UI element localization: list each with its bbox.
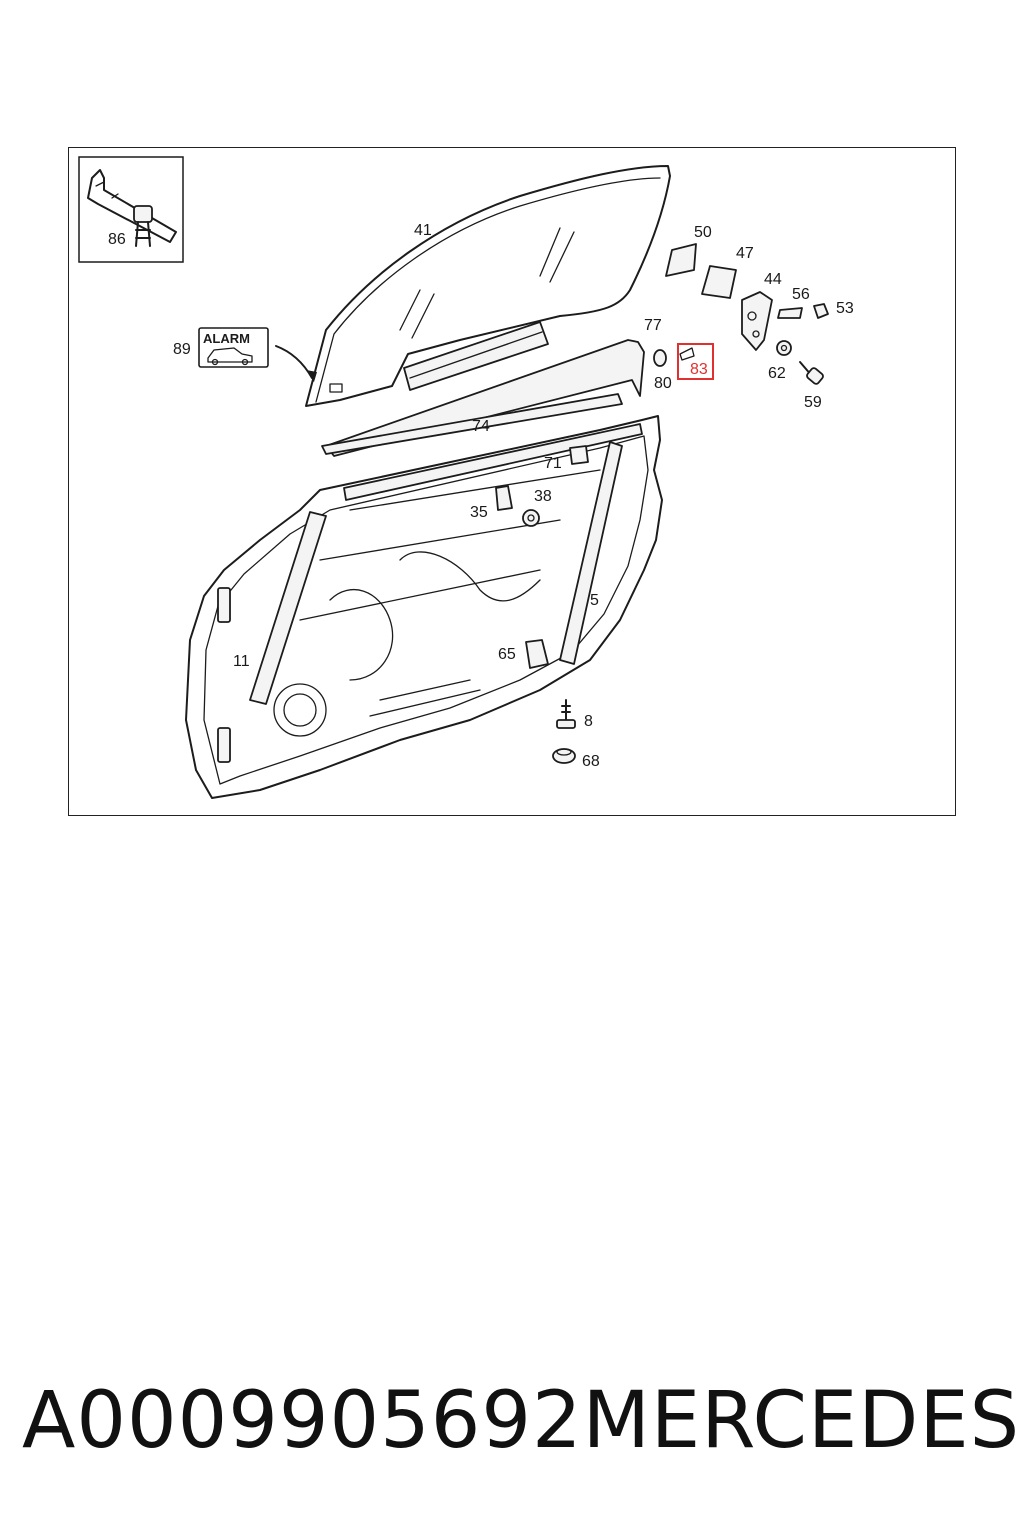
clip-71: 71 <box>544 445 589 472</box>
bolt-8: 8 <box>556 699 593 730</box>
callout-35: 35 <box>470 504 488 521</box>
callout-5: 5 <box>590 592 599 609</box>
weatherstrip-77: 77 <box>325 317 662 457</box>
window-glass-41: 41 <box>305 165 671 407</box>
part-83-highlighted: 83 <box>677 343 714 380</box>
bracket-50: 50 <box>665 224 712 277</box>
plate-47: 47 <box>701 245 754 299</box>
alarm-label-89: ALARM 89 <box>173 327 317 382</box>
washer-80: 80 <box>653 349 672 392</box>
callout-41: 41 <box>414 222 432 239</box>
clip-56: 56 <box>777 286 810 319</box>
highlight-box-83 <box>677 343 714 380</box>
door-shell: 11 5 <box>185 415 663 799</box>
plug-68: 68 <box>552 748 600 770</box>
callout-74: 74 <box>472 418 490 435</box>
inset-part-86: 86 <box>78 156 184 263</box>
caption: A0009905692 MERCEDES <box>22 1366 1019 1476</box>
callout-8: 8 <box>584 713 593 730</box>
parts-diagram: 86 41 50 47 44 56 53 62 59 <box>78 156 854 799</box>
callout-47: 47 <box>736 245 754 262</box>
callout-86: 86 <box>108 231 126 248</box>
bracket-35: 35 <box>470 485 513 521</box>
washer-62: 62 <box>768 340 792 382</box>
nut-53: 53 <box>813 300 854 319</box>
brand-name: MERCEDES <box>582 1376 1021 1466</box>
diagram-frame <box>68 147 956 816</box>
callout-62: 62 <box>768 365 786 382</box>
callout-11: 11 <box>233 653 250 670</box>
cover-65: 65 <box>498 639 549 669</box>
nut-38: 38 <box>522 488 552 527</box>
callout-68: 68 <box>582 753 600 770</box>
callout-71: 71 <box>544 455 562 472</box>
callout-50: 50 <box>694 224 712 241</box>
callout-53: 53 <box>836 300 854 317</box>
callout-38: 38 <box>534 488 552 505</box>
regulator-44: 44 <box>741 271 782 351</box>
callout-80: 80 <box>654 375 672 392</box>
callout-44: 44 <box>764 271 782 288</box>
alarm-label-text: ALARM <box>203 331 250 346</box>
callout-89: 89 <box>173 341 191 358</box>
belt-strip-74: 74 <box>321 393 623 455</box>
callout-83: 83 <box>690 361 708 378</box>
callout-56: 56 <box>792 286 810 303</box>
part-number: A0009905692 <box>22 1376 583 1466</box>
callout-59: 59 <box>804 394 822 411</box>
bolt-59: 59 <box>799 361 824 411</box>
callout-65: 65 <box>498 646 516 663</box>
callout-77: 77 <box>644 317 662 334</box>
